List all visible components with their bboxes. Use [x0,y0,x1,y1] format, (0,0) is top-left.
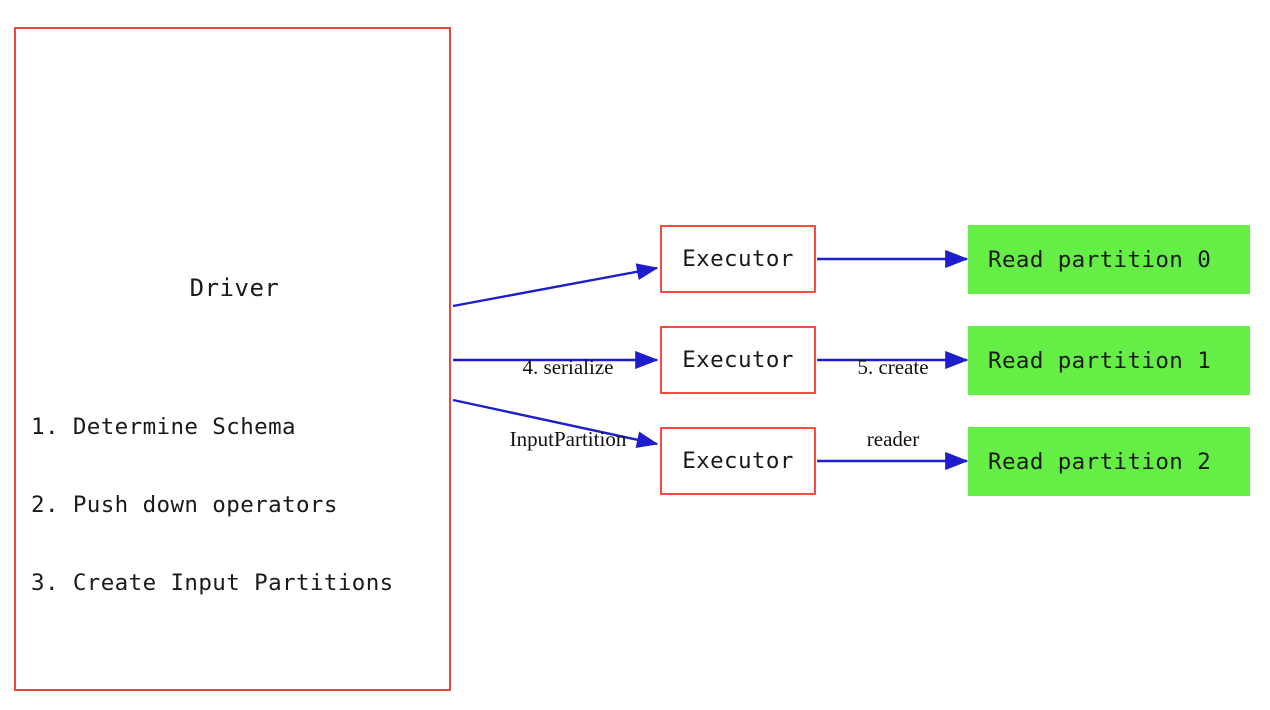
executor-label-1: Executor [682,347,794,373]
driver-title: Driver [189,274,280,302]
edge-label-serialize-line-1: 4. serialize [522,355,614,379]
edge-label-serialize-line-2: InputPartition [509,427,627,451]
edge-label-serialize: 4. serialize InputPartition [468,307,668,499]
edge-label-create-reader-line-2: reader [866,427,920,451]
driver-step-2: 2. Push down operators [31,492,338,518]
executor-box-1: Executor [660,326,816,394]
executor-box-2: Executor [660,427,816,495]
partition-box-2: Read partition 2 [968,427,1250,496]
partition-box-1: Read partition 1 [968,326,1250,395]
partition-box-0: Read partition 0 [968,225,1250,294]
edge-label-create-reader-line-1: 5. create [857,355,929,379]
partition-label-2: Read partition 2 [988,448,1212,475]
driver-step-1: 1. Determine Schema [31,414,296,440]
executor-box-0: Executor [660,225,816,293]
driver-step-3: 3. Create Input Partitions [31,570,394,596]
partition-label-1: Read partition 1 [988,347,1212,374]
partition-label-0: Read partition 0 [988,246,1212,273]
edge-label-create-reader: 5. create reader [823,307,963,499]
executor-label-2: Executor [682,448,794,474]
driver-steps-list: 1. Determine Schema 2. Push down operato… [31,362,451,648]
executor-label-0: Executor [682,246,794,272]
driver-box: Driver 1. Determine Schema 2. Push down … [14,27,451,691]
edge-driver-to-executor-0 [452,263,659,308]
